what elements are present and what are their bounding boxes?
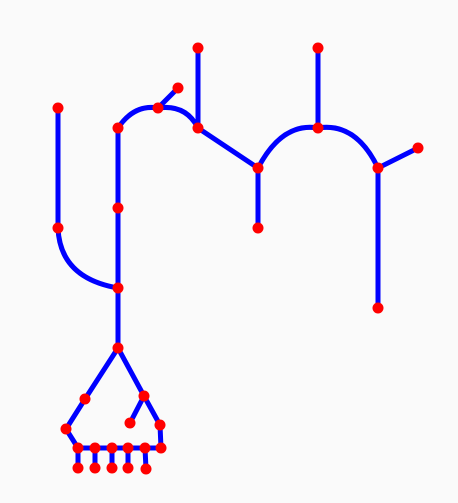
graph-edges	[55, 45, 421, 472]
graph-node	[172, 82, 184, 94]
graph-node	[122, 442, 134, 454]
graph-node	[140, 463, 152, 475]
graph-node	[312, 42, 324, 54]
graph-node	[112, 202, 124, 214]
graph-node	[192, 122, 204, 134]
graph-node	[155, 442, 167, 454]
graph-node	[138, 390, 150, 402]
graph-node	[52, 222, 64, 234]
graph-nodes	[52, 42, 424, 475]
graph-node	[72, 442, 84, 454]
graph-node	[372, 162, 384, 174]
graph-node	[412, 142, 424, 154]
graph-node	[192, 42, 204, 54]
graph-node	[52, 102, 64, 114]
graph-node	[152, 102, 164, 114]
graph-node	[154, 419, 166, 431]
graph-node	[112, 122, 124, 134]
graph-node	[372, 302, 384, 314]
graph-node	[106, 462, 118, 474]
graph-edge	[155, 104, 201, 131]
graph-node	[112, 282, 124, 294]
graph-node	[312, 122, 324, 134]
graph-edge	[315, 124, 381, 171]
graph-node	[89, 462, 101, 474]
graph-edge	[115, 104, 161, 131]
graph-edge	[82, 345, 121, 402]
graph-node	[89, 442, 101, 454]
graph-node	[252, 222, 264, 234]
graph-edge	[195, 125, 261, 171]
graph-edge	[55, 225, 121, 291]
graph-node	[60, 423, 72, 435]
graph-node	[122, 462, 134, 474]
graph-node	[124, 417, 136, 429]
graph-node	[112, 342, 124, 354]
graph-node	[139, 442, 151, 454]
graph-edge	[375, 145, 421, 171]
graph-edge	[255, 124, 321, 171]
graph-edge	[63, 396, 88, 432]
graph-edge	[115, 345, 147, 399]
graph-node	[72, 462, 84, 474]
graph-edge	[141, 393, 163, 428]
graph-node	[252, 162, 264, 174]
graph-node	[79, 393, 91, 405]
graph-node	[106, 442, 118, 454]
